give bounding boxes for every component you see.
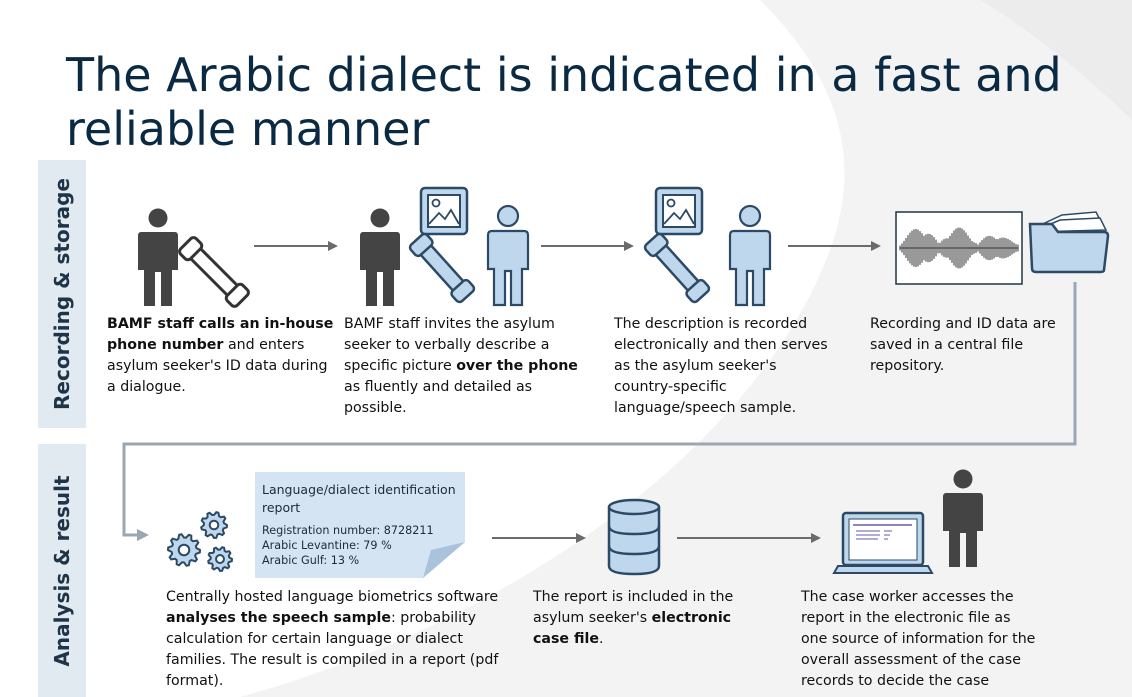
step-description-7: The case worker accesses the report in t… <box>801 589 1036 689</box>
step-description-5: Centrally hosted language biometrics sof… <box>166 589 499 689</box>
report-line: Arabic Levantine: 79 % <box>262 539 392 552</box>
report-line: Arabic Gulf: 13 % <box>262 554 360 567</box>
section-connector <box>122 282 1077 541</box>
person-dark-icon <box>360 208 400 306</box>
step-description-4: Recording and ID data are saved in a cen… <box>870 316 1056 374</box>
person-light-icon <box>486 204 530 307</box>
database-icon <box>607 498 661 576</box>
page-title: The Arabic dialect is indicated in a fas… <box>66 48 1062 156</box>
report-document: Language/dialect identification report R… <box>255 472 465 578</box>
step-description-1: BAMF staff calls an in-house phone numbe… <box>107 316 334 395</box>
folder-icon <box>1028 211 1110 274</box>
person-dark-icon <box>138 208 178 306</box>
section-band-recording: Recording & storage <box>38 160 86 428</box>
step-description-3: The description is recorded electronical… <box>614 316 828 416</box>
report-line: Registration number: 8728211 <box>262 524 434 537</box>
phone-icon <box>643 232 711 304</box>
step-description-2: BAMF staff invites the asylum seeker to … <box>344 316 578 416</box>
picture-icon <box>654 186 704 236</box>
gears-icon <box>166 511 234 573</box>
phone-icon <box>178 236 250 308</box>
laptop-icon <box>832 511 934 574</box>
person-light-icon <box>728 204 772 307</box>
report-heading: Language/dialect identification report <box>262 482 456 515</box>
person-dark-icon <box>943 469 983 567</box>
step-description-6: The report is included in the asylum see… <box>533 589 734 647</box>
section-band-analysis: Analysis & result <box>38 444 86 697</box>
phone-icon <box>408 232 476 304</box>
picture-icon <box>419 186 469 236</box>
waveform-icon <box>895 211 1023 285</box>
